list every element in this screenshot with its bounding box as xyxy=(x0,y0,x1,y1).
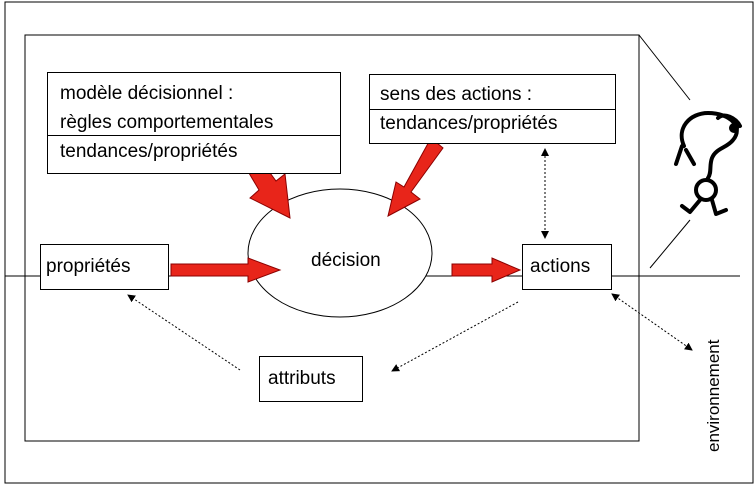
dotted-arrow-actions-environnement xyxy=(611,293,693,351)
attributs-label: attributs xyxy=(268,368,336,389)
red-arrow-proprietes-to-decision xyxy=(170,257,282,283)
red-arrow-sens-to-decision xyxy=(387,137,444,217)
outer-frame xyxy=(4,1,754,484)
zoom-line-bottom xyxy=(649,219,691,269)
decision-label: décision xyxy=(311,250,381,271)
environnement-label: environnement xyxy=(704,339,723,452)
actions-label: actions xyxy=(530,256,591,277)
sens-actions-line2: tendances/propriétés xyxy=(380,113,558,134)
red-arrow-decision-to-actions xyxy=(451,257,522,283)
decision-ellipse xyxy=(247,188,433,318)
model-box-divider xyxy=(48,135,340,136)
red-arrows xyxy=(170,137,522,283)
question-mark-creature-icon xyxy=(674,111,742,216)
attributs-box xyxy=(259,356,363,402)
model-box-line1: modèle décisionnel : xyxy=(60,83,234,104)
actions-box xyxy=(522,244,612,290)
dotted-arrow-attributs-to-proprietes xyxy=(127,294,241,371)
sens-actions-divider xyxy=(370,109,615,110)
zoom-line-top xyxy=(638,34,691,101)
model-box-line2: règles comportementales xyxy=(60,112,274,133)
proprietes-label: propriétés xyxy=(46,256,131,277)
sens-actions-box xyxy=(369,74,616,144)
system-frame xyxy=(24,34,640,442)
dotted-arrow-actions-to-attributs xyxy=(391,301,519,372)
sens-actions-line1: sens des actions : xyxy=(380,84,533,105)
model-box xyxy=(47,72,341,174)
model-box-line3: tendances/propriétés xyxy=(60,141,238,162)
proprietes-box xyxy=(40,244,169,290)
